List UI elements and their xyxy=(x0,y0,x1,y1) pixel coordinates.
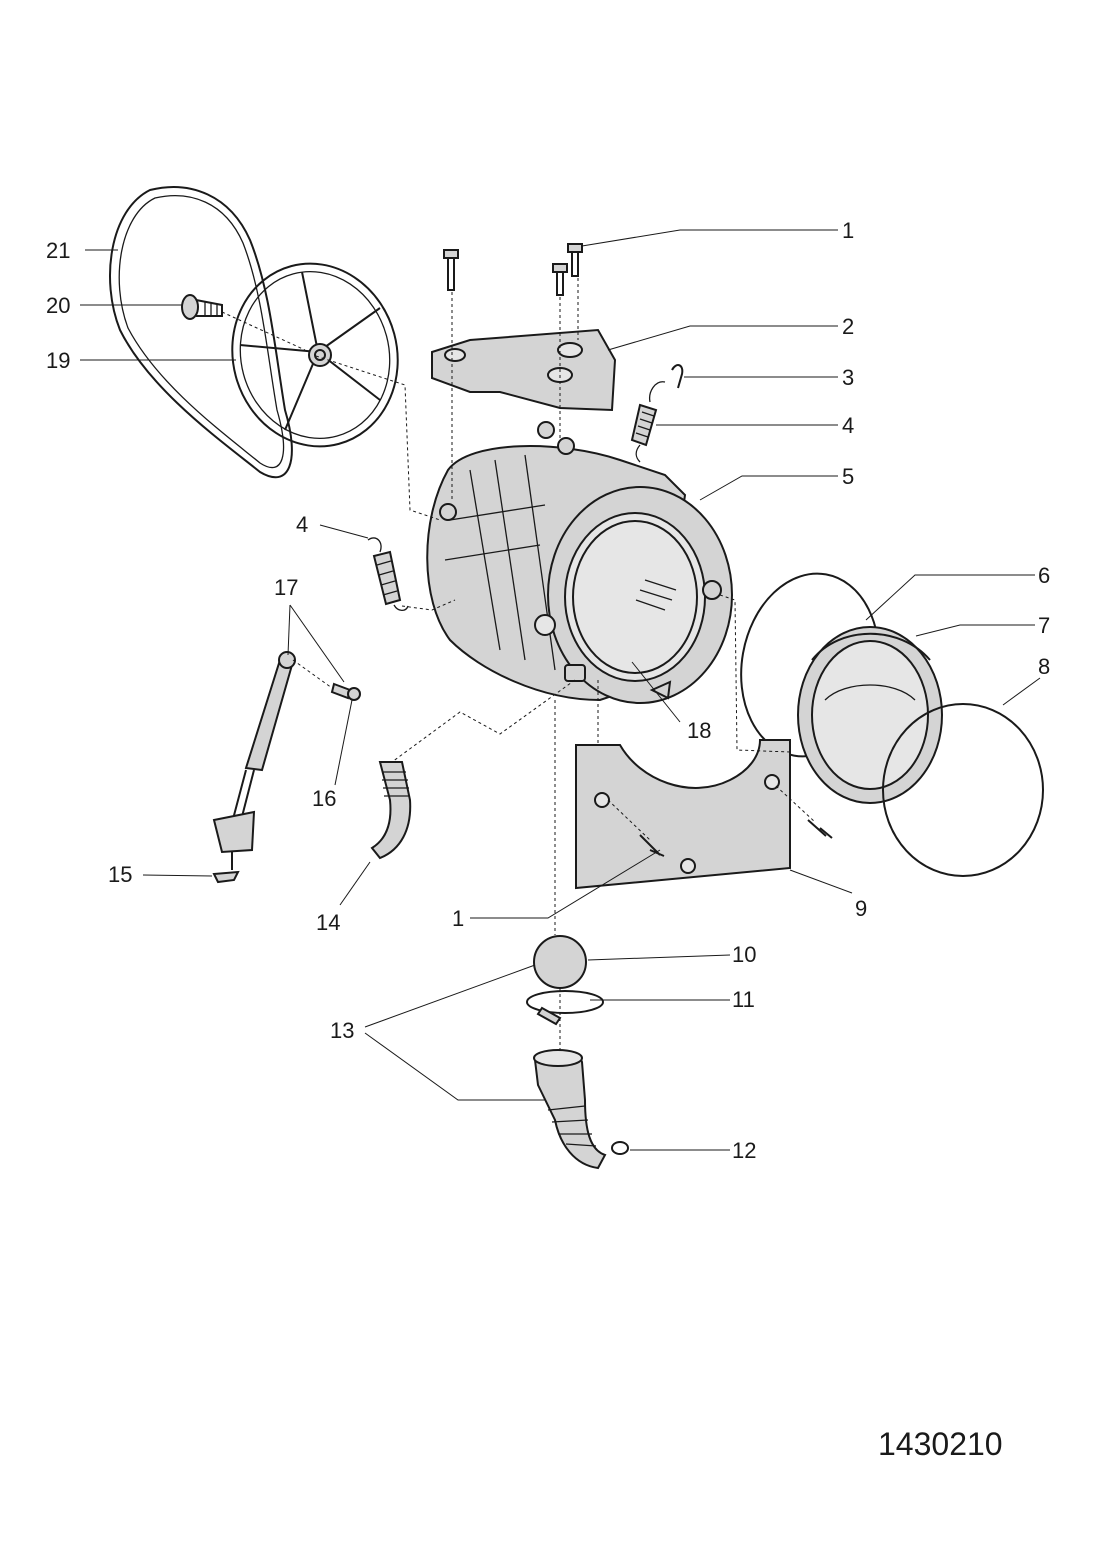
callout-labels: 1 2 3 4 5 6 7 8 9 10 11 12 13 14 15 16 1… xyxy=(46,218,1050,1163)
callout-17: 17 xyxy=(274,575,298,600)
door-gasket xyxy=(797,626,943,804)
drawing-number: 1430210 xyxy=(878,1426,1003,1462)
lower-spring xyxy=(367,537,409,612)
callout-15: 15 xyxy=(108,862,132,887)
washer-tub xyxy=(426,421,733,704)
leader-lines xyxy=(80,229,1041,1151)
callout-1-top: 1 xyxy=(842,218,854,243)
hose-clamp xyxy=(526,990,604,1026)
callout-3: 3 xyxy=(842,365,854,390)
callout-12: 12 xyxy=(732,1138,756,1163)
upper-spring xyxy=(630,381,666,463)
drain-ball xyxy=(533,935,587,989)
callout-4-right: 4 xyxy=(842,413,854,438)
callout-13: 13 xyxy=(330,1018,354,1043)
callout-10: 10 xyxy=(732,942,756,967)
spring-clip xyxy=(671,364,684,389)
callout-21: 21 xyxy=(46,238,70,263)
callout-9: 9 xyxy=(855,896,867,921)
lower-counterweight xyxy=(575,739,833,890)
callout-6: 6 xyxy=(1038,563,1050,588)
callout-7: 7 xyxy=(1038,613,1050,638)
drive-belt xyxy=(109,186,293,479)
upper-counterweight xyxy=(431,328,617,412)
shock-washer xyxy=(212,870,240,884)
callout-18: 18 xyxy=(687,718,711,743)
small-clip xyxy=(611,1141,629,1155)
drain-sump-hose xyxy=(533,1049,607,1170)
callout-8: 8 xyxy=(1038,654,1050,679)
callout-16: 16 xyxy=(312,786,336,811)
shock-absorber xyxy=(212,651,296,870)
gasket-clamp-ring xyxy=(882,703,1044,877)
callout-1-bottom: 1 xyxy=(452,906,464,931)
assembly-lines xyxy=(221,278,816,1050)
callout-14: 14 xyxy=(316,910,340,935)
drum-pulley xyxy=(231,262,399,448)
callout-4-left: 4 xyxy=(296,512,308,537)
callout-20: 20 xyxy=(46,293,70,318)
callout-2: 2 xyxy=(842,314,854,339)
pulley-bolt xyxy=(181,294,223,320)
callout-11: 11 xyxy=(732,987,755,1012)
tub-hose xyxy=(370,761,412,860)
callout-19: 19 xyxy=(46,348,70,373)
counterweight-screws xyxy=(443,243,583,296)
callout-5: 5 xyxy=(842,464,854,489)
shock-pin xyxy=(330,682,361,701)
